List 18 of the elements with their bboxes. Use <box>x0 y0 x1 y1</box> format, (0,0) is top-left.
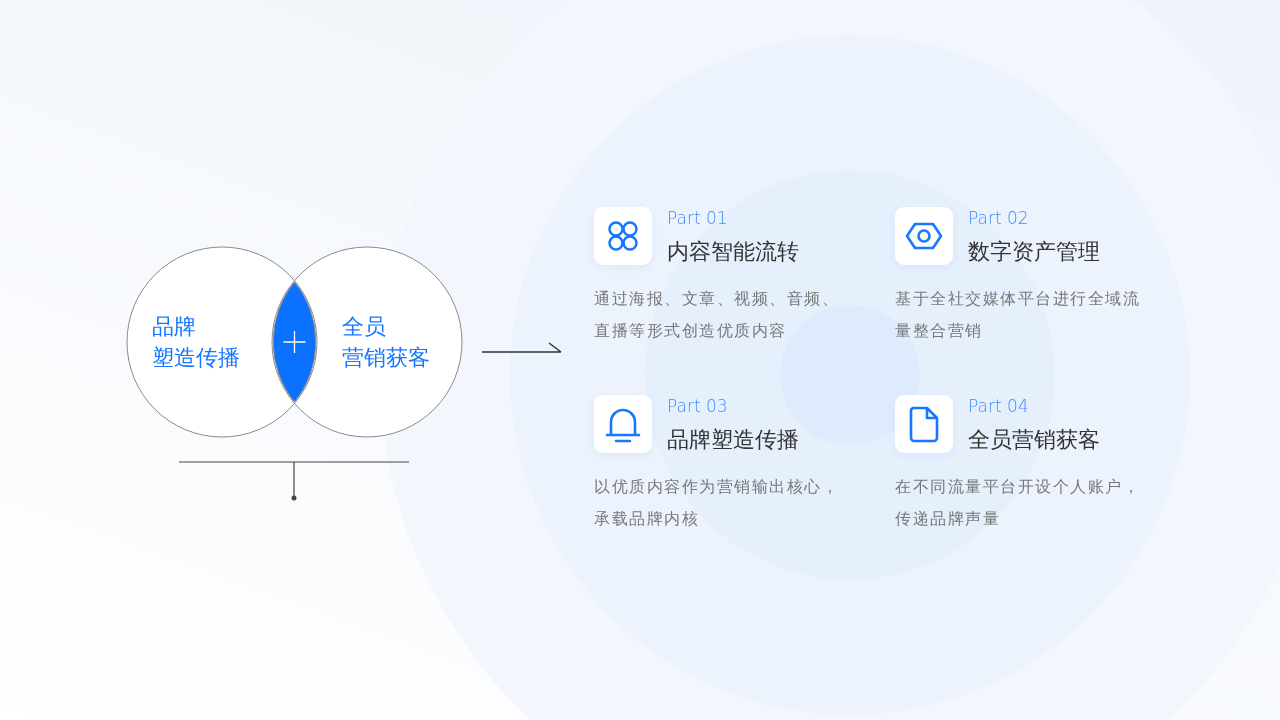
card-title: 全员营销获客 <box>968 426 1100 454</box>
card-title: 品牌塑造传播 <box>667 426 799 454</box>
part-number: Part 01 <box>667 208 728 228</box>
card-title: 数字资产管理 <box>968 238 1100 266</box>
card-description: 以优质内容作为营销输出核心，承载品牌内核 <box>594 476 840 530</box>
part-number: Part 03 <box>667 396 728 416</box>
card-title: 内容智能流转 <box>667 238 799 266</box>
venn-circle <box>126 246 318 438</box>
circle-label: 塑造传播 <box>152 342 240 373</box>
card-description: 在不同流量平台开设个人账户，传递品牌声量 <box>895 476 1141 530</box>
part-number: Part 02 <box>968 208 1029 228</box>
card-description: 通过海报、文章、视频、音频、直播等形式创造优质内容 <box>594 288 840 342</box>
circle-label: 营销获客 <box>342 342 430 373</box>
part-number: Part 04 <box>968 396 1029 416</box>
circle-label: 全员 <box>342 311 386 342</box>
venn-circle <box>271 246 463 438</box>
circle-label: 品牌 <box>152 311 196 342</box>
card-description: 基于全社交媒体平台进行全域流量整合营销 <box>895 288 1141 342</box>
